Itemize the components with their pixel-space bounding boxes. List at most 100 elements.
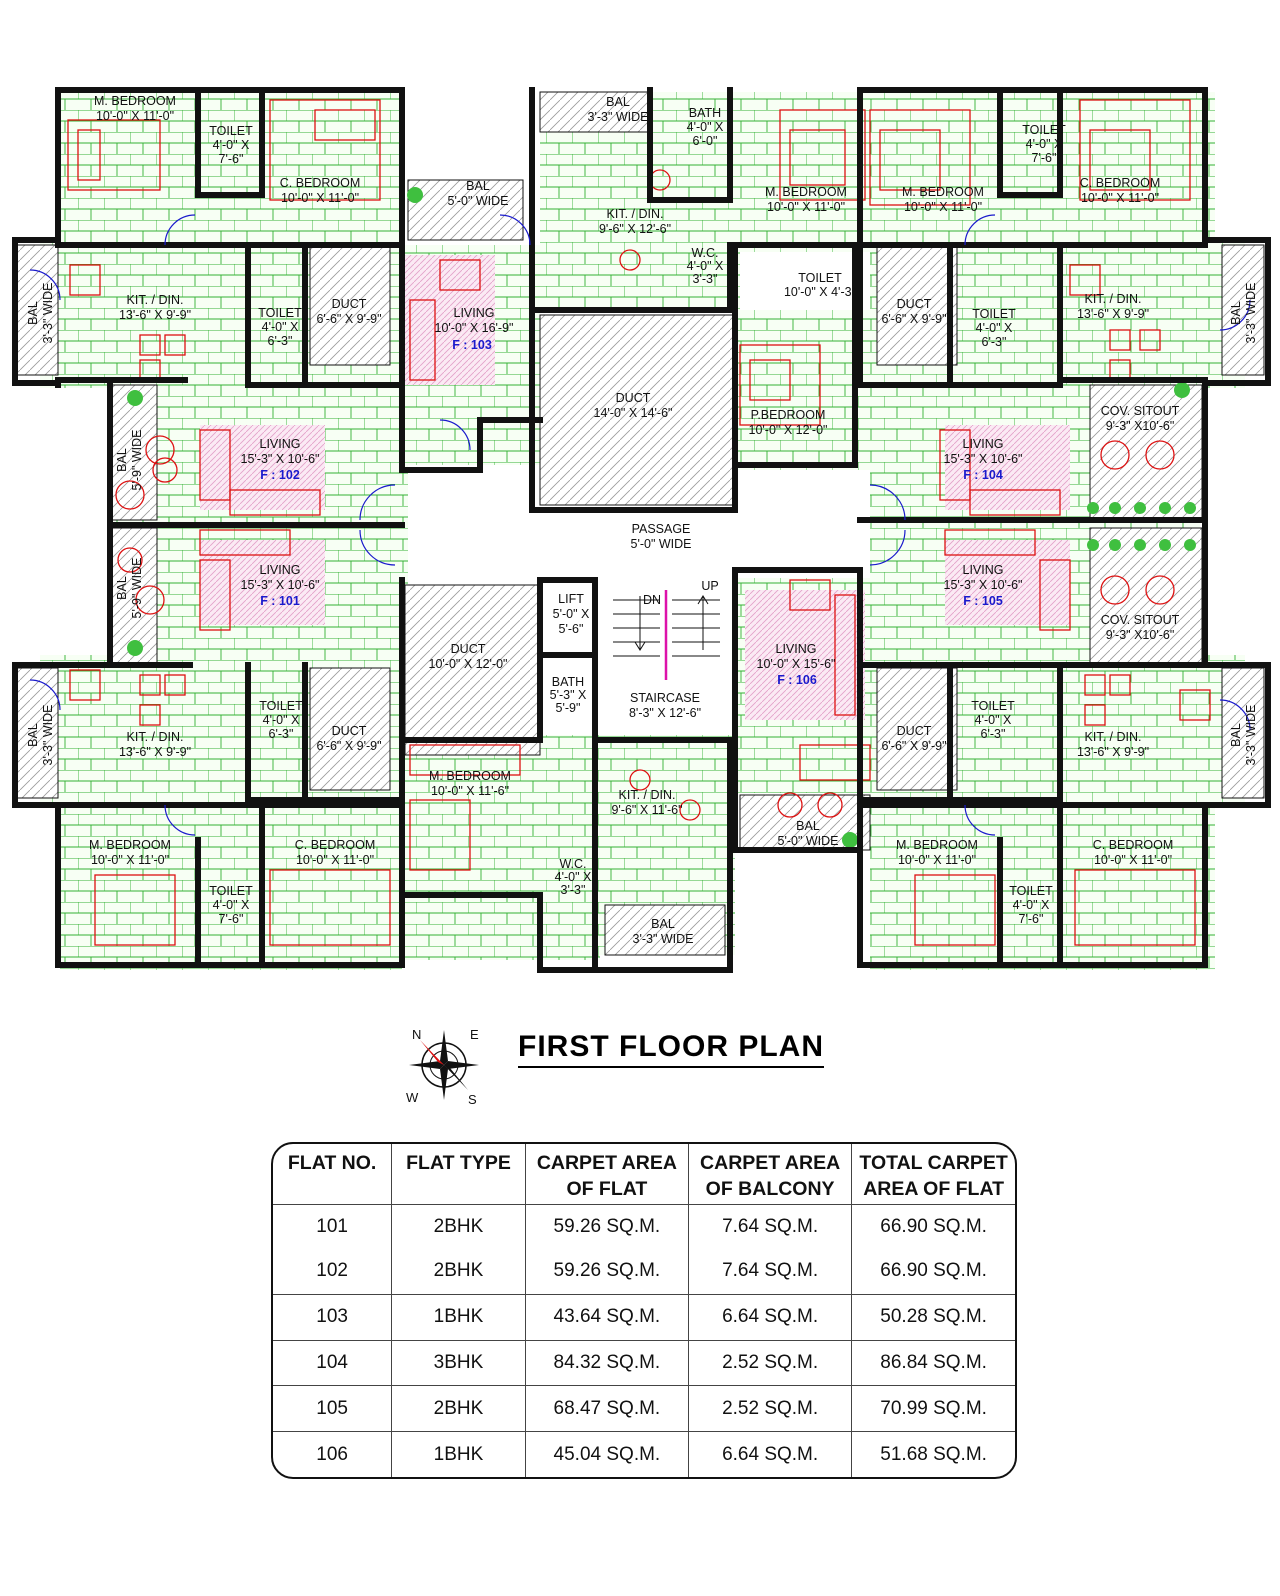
compass-south: S bbox=[468, 1092, 477, 1107]
cell-carpet-area: 68.47 SQ.M. bbox=[525, 1385, 690, 1432]
room-label: BAL3'-3" WIDE bbox=[1229, 705, 1258, 766]
stair-down-label: DN bbox=[643, 593, 661, 607]
cell-flat-type: 2BHK bbox=[391, 1249, 526, 1295]
cell-carpet-area: 43.64 SQ.M. bbox=[525, 1293, 690, 1341]
compass-east: E bbox=[470, 1027, 479, 1042]
plants bbox=[127, 187, 1196, 848]
compass-rose-icon: N E S W bbox=[406, 1027, 479, 1107]
flat-number-label: F : 105 bbox=[963, 594, 1003, 608]
table-row: 104 3BHK 84.32 SQ.M. 2.52 SQ.M. 86.84 SQ… bbox=[273, 1339, 1015, 1386]
room-label: KIT. / DIN.13'-6" X 9'-9" bbox=[119, 730, 191, 759]
cell-total-area: 66.90 SQ.M. bbox=[851, 1203, 1015, 1250]
cell-total-area: 70.99 SQ.M. bbox=[851, 1385, 1015, 1432]
walls bbox=[12, 87, 1271, 973]
flat-number-label: F : 103 bbox=[452, 338, 492, 352]
cell-flat-no: 101 bbox=[273, 1203, 393, 1250]
cell-carpet-area: 84.32 SQ.M. bbox=[525, 1339, 690, 1386]
cell-flat-type: 3BHK bbox=[391, 1339, 526, 1386]
cell-balcony-area: 6.64 SQ.M. bbox=[688, 1431, 853, 1477]
cell-flat-no: 103 bbox=[273, 1293, 393, 1341]
table-row: 106 1BHK 45.04 SQ.M. 6.64 SQ.M. 51.68 SQ… bbox=[273, 1431, 1015, 1477]
cell-balcony-area: 7.64 SQ.M. bbox=[688, 1203, 853, 1250]
cell-carpet-area: 59.26 SQ.M. bbox=[525, 1249, 690, 1295]
cell-balcony-area: 2.52 SQ.M. bbox=[688, 1339, 853, 1386]
compass-north: N bbox=[412, 1027, 421, 1042]
cell-flat-no: 105 bbox=[273, 1385, 393, 1432]
flat-number-label: F : 101 bbox=[260, 594, 300, 608]
cell-flat-no: 106 bbox=[273, 1431, 393, 1477]
cell-total-area: 51.68 SQ.M. bbox=[851, 1431, 1015, 1477]
cell-flat-type: 2BHK bbox=[391, 1385, 526, 1432]
flat-number-label: F : 104 bbox=[963, 468, 1003, 482]
cell-carpet-area: 59.26 SQ.M. bbox=[525, 1203, 690, 1250]
cell-balcony-area: 7.64 SQ.M. bbox=[688, 1249, 853, 1295]
staircase bbox=[613, 590, 720, 680]
room-label: KIT. / DIN.9'-6" X 12'-6" bbox=[599, 207, 671, 236]
room-label: BAL3'-3" WIDE bbox=[26, 705, 55, 766]
cell-total-area: 50.28 SQ.M. bbox=[851, 1293, 1015, 1341]
living-hatch bbox=[200, 255, 1070, 720]
cell-flat-type: 1BHK bbox=[391, 1431, 526, 1477]
cell-flat-type: 2BHK bbox=[391, 1203, 526, 1250]
compass-west: W bbox=[406, 1090, 419, 1105]
table-row: 102 2BHK 59.26 SQ.M. 7.64 SQ.M. 66.90 SQ… bbox=[273, 1249, 1015, 1295]
cell-total-area: 66.90 SQ.M. bbox=[880, 1260, 987, 1282]
table-row: 101 2BHK 59.26 SQ.M. 7.64 SQ.M. 66.90 SQ… bbox=[273, 1203, 1015, 1250]
flat-number-label: F : 102 bbox=[260, 468, 300, 482]
header-flat-no: FLAT NO. bbox=[273, 1144, 393, 1205]
room-label: KIT. / DIN.13'-6" X 9'-9" bbox=[119, 293, 191, 322]
room-label: BAL5'-9" WIDE bbox=[115, 430, 144, 491]
room-label: KIT. / DIN.9'-6" X 11'-6" bbox=[611, 788, 682, 817]
cell-flat-no: 102 bbox=[273, 1249, 393, 1295]
drawing-title: FIRST FLOOR PLAN bbox=[518, 1030, 824, 1068]
header-flat-type: FLAT TYPE bbox=[391, 1144, 526, 1205]
cell-total-area: 86.84 SQ.M. bbox=[851, 1339, 1015, 1386]
cell-balcony-area: 2.52 SQ.M. bbox=[688, 1385, 853, 1432]
cell-flat-no: 104 bbox=[273, 1339, 393, 1386]
room-label: KIT. / DIN.13'-6" X 9'-9" bbox=[1077, 292, 1149, 321]
flat-number-label: F : 106 bbox=[777, 673, 817, 687]
cell-flat-type: 1BHK bbox=[391, 1293, 526, 1341]
stair-up-label: UP bbox=[701, 579, 718, 593]
table-row: 105 2BHK 68.47 SQ.M. 2.52 SQ.M. 70.99 SQ… bbox=[273, 1385, 1015, 1432]
cell-carpet-area: 45.04 SQ.M. bbox=[525, 1431, 690, 1477]
